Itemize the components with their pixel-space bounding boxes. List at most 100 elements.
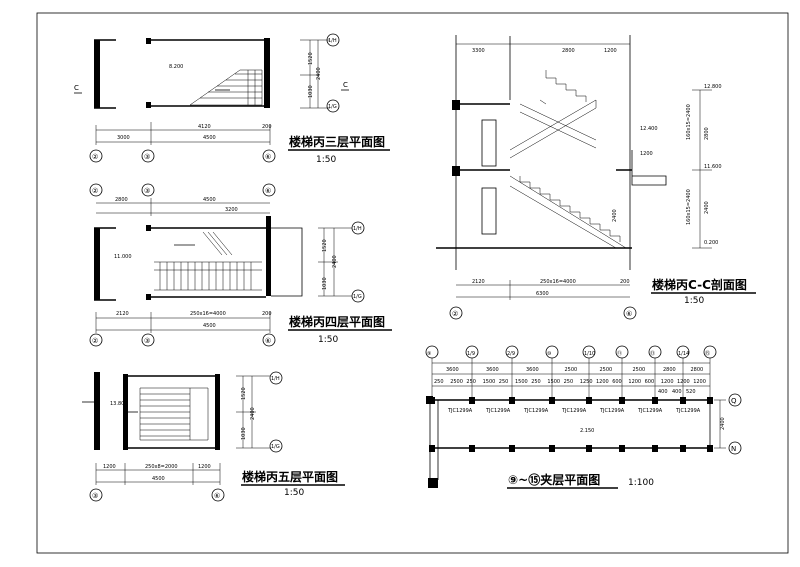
dim-steps: 250x8=2000: [145, 464, 178, 470]
level-label: 13.800: [110, 401, 128, 407]
column: [619, 445, 625, 452]
beam-label: TJC1299A: [675, 408, 701, 414]
mezz-axis: 1/9: [465, 345, 479, 400]
beam-label: TJC1299A: [599, 408, 625, 414]
plan-floor3: 8.200 C C 3000 4500 4120 200 1520 2400 1…: [74, 33, 390, 165]
mezz-scale: 1:100: [628, 478, 654, 488]
mezz-title: ⑨~⑮夹层平面图: [508, 472, 600, 487]
svg-text:2/9: 2/9: [507, 351, 515, 357]
svg-text:⑥: ⑥: [265, 187, 271, 195]
dim-2400: 2400: [250, 407, 256, 420]
dim-200: 200: [620, 279, 630, 285]
dim-steps: 250x16=4000: [190, 311, 226, 317]
mezz-axis: ⑬: [648, 345, 662, 400]
svg-text:②: ②: [92, 337, 98, 345]
beam-label: TJC1299A: [561, 408, 587, 414]
svg-text:②: ②: [92, 187, 98, 195]
level-11600: 11.600: [704, 164, 722, 170]
mezz-dim-sub: 2500: [450, 379, 463, 385]
wall-right: [264, 38, 270, 108]
svg-text:③: ③: [92, 492, 98, 500]
mezz-dim-sub: 250: [531, 379, 541, 385]
axis-3: ③: [141, 183, 155, 197]
mezz-axis: 1/14: [676, 345, 690, 400]
dim-steps: 250x16=4000: [540, 279, 576, 285]
dim-1520: 1520: [322, 239, 328, 252]
column: [469, 445, 475, 452]
column: [707, 445, 713, 452]
column: [549, 397, 555, 404]
axis-Q: Q: [728, 393, 742, 407]
svg-text:1/H: 1/H: [271, 376, 280, 382]
dim-200: 200: [262, 124, 272, 130]
section-cc: 12.400 1200 2400 3300 2800 1200 12.800 1…: [436, 35, 756, 320]
axis-2: ②: [89, 149, 103, 163]
svg-text:1/H: 1/H: [353, 226, 362, 232]
svg-text:⑨: ⑨: [427, 351, 431, 357]
mezz-dim-sub: 600: [612, 379, 622, 385]
plan-title: 楼梯丙五层平面图: [242, 469, 338, 484]
dim-2120: 2120: [472, 279, 485, 285]
mezz-level: 2.150: [580, 428, 594, 434]
svg-text:③: ③: [144, 153, 150, 161]
dim-4500: 4500: [203, 197, 216, 203]
svg-text:②: ②: [452, 310, 458, 318]
vdim-b: 160x15=2400: [686, 189, 692, 225]
dim-4120: 4120: [198, 124, 211, 130]
mezz-dim-top: 2500: [633, 367, 646, 373]
mezz-axis: ⑪: [615, 345, 629, 400]
mezz-dim-top: 2800: [691, 367, 704, 373]
axis-1G: 1/G: [326, 99, 340, 113]
axis-1G: 1/G: [351, 289, 365, 303]
mezz-dim-sub2: 400: [658, 389, 668, 395]
mezz-dim-sub2: 520: [686, 389, 696, 395]
axis-6: ⑥: [623, 306, 637, 320]
mezz-dim-top: 3600: [486, 367, 499, 373]
dim-3300: 3300: [472, 48, 485, 54]
dim-4500: 4500: [203, 135, 216, 141]
column: [509, 397, 515, 404]
mezz-dim-sub: 250: [564, 379, 574, 385]
axis-N: N: [728, 441, 742, 455]
section-mark-right: C: [343, 81, 348, 89]
mezz-axis: ⑩: [545, 345, 559, 400]
dim-1200a: 1200: [103, 464, 116, 470]
axis-1H: 1/H: [269, 371, 283, 385]
svg-text:⑥: ⑥: [265, 337, 271, 345]
dim-1030: 1030: [241, 427, 247, 440]
column: [652, 445, 658, 452]
svg-text:1/9: 1/9: [467, 351, 475, 357]
level-label: 11.000: [114, 254, 132, 260]
axis-6: ⑥: [211, 488, 225, 502]
sheet-frame: [36, 12, 789, 554]
dim-3000: 3000: [117, 135, 130, 141]
mezz-dim-sub: 1500: [515, 379, 528, 385]
svg-text:1/G: 1/G: [271, 444, 280, 450]
dim-2800: 2800: [562, 48, 575, 54]
dim-2400: 2400: [332, 255, 338, 268]
column: [429, 445, 435, 452]
vdim-a: 160x15=2400: [686, 104, 692, 140]
svg-text:⑩: ⑩: [547, 351, 552, 357]
mezz-dim-sub: 1200: [596, 379, 609, 385]
dim-1200: 1200: [604, 48, 617, 54]
plan-scale: 1:50: [318, 335, 338, 345]
dim-1200: 1200: [640, 151, 653, 157]
vdim-c: 2800: [704, 127, 710, 140]
mezz-dim-sub: 1500: [483, 379, 496, 385]
dim-1520: 1520: [241, 387, 247, 400]
column: [652, 397, 658, 404]
svg-text:②: ②: [92, 153, 98, 161]
axis-2: ②: [89, 183, 103, 197]
mezz-dim-sub: 250: [499, 379, 509, 385]
column: [586, 397, 592, 404]
column: [680, 397, 686, 404]
section-scale: 1:50: [684, 296, 704, 306]
svg-text:③: ③: [144, 337, 150, 345]
dim-1030: 1030: [308, 85, 314, 98]
dim-2400: 2400: [316, 67, 322, 80]
level-label: 8.200: [169, 64, 183, 70]
mezz-axis: ⑮: [703, 345, 717, 400]
dim-4500: 4500: [152, 476, 165, 482]
axis-1H: 1/H: [351, 221, 365, 235]
